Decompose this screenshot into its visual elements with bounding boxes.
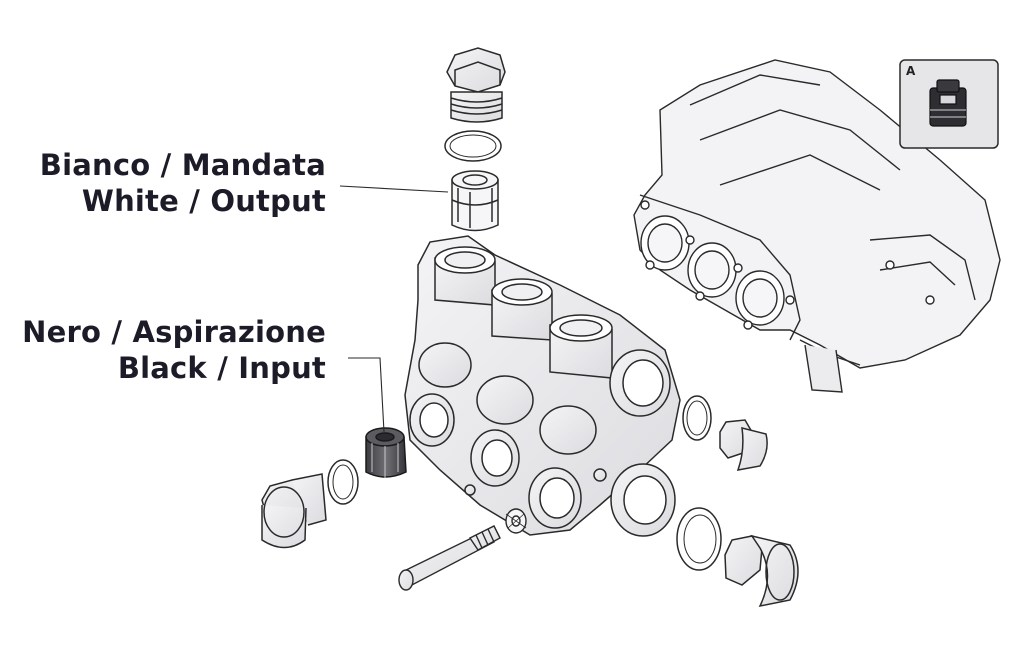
valve-icon <box>929 79 967 127</box>
black-valve-label: Nero / Aspirazione Black / Input <box>22 314 326 386</box>
upper-right-oring <box>682 395 712 441</box>
inset-letter: A <box>906 64 916 78</box>
delivery-oring <box>444 130 502 162</box>
white-valve-label: Bianco / Mandata White / Output <box>40 147 326 219</box>
lock-washer <box>505 508 527 534</box>
manifold-bolt <box>398 525 501 591</box>
lower-right-oring <box>676 507 722 571</box>
leader-lines <box>339 185 449 433</box>
valve-inset <box>899 59 999 149</box>
manifold <box>404 235 681 537</box>
black-valve <box>365 427 407 478</box>
delivery-plug <box>446 47 506 123</box>
black-valve-label-en: Black / Input <box>117 351 326 385</box>
white-valve-label-it: Bianco / Mandata <box>39 148 326 182</box>
lower-right-plug <box>724 534 799 608</box>
upper-right-plug <box>719 419 768 471</box>
white-valve-label-en: White / Output <box>81 184 326 218</box>
suction-plug <box>261 473 327 549</box>
black-valve-label-it: Nero / Aspirazione <box>22 315 326 349</box>
suction-oring <box>327 459 359 505</box>
crankcase-cylinder-bores <box>640 200 935 330</box>
white-valve <box>451 170 499 232</box>
